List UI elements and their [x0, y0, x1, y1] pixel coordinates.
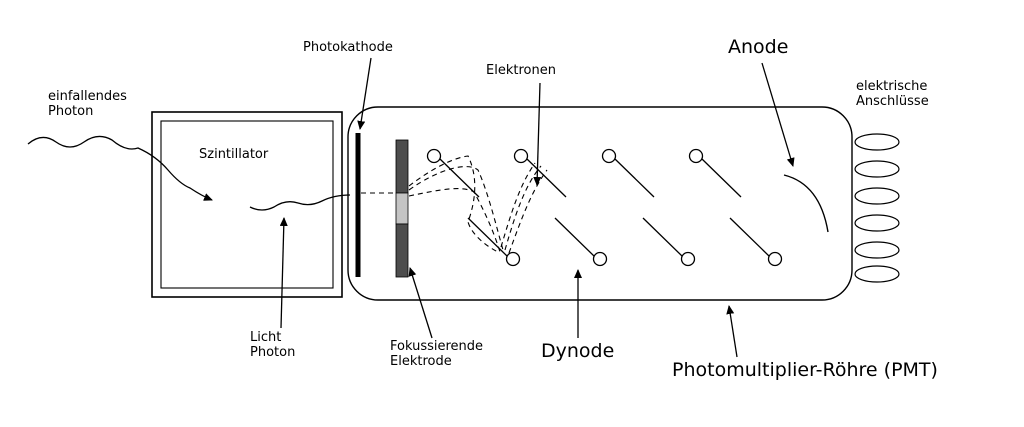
dynode-bottom-2: [554, 217, 608, 267]
dynode-top-2: [513, 148, 567, 198]
light-photon-arrow: [279, 217, 288, 329]
dynodes-top-row: [426, 148, 742, 198]
photon-wave-continuation-icon: [249, 194, 351, 211]
dynode-label: Dynode: [541, 340, 615, 362]
pmt-tube-outline: [347, 106, 853, 301]
dynode-top-3: [601, 148, 655, 198]
photocathode-label: Photokathode: [303, 40, 393, 55]
incident-photon-label: einfallendes Photon: [48, 89, 127, 120]
electron-paths: [361, 155, 548, 254]
light-photon-label: Licht Photon: [250, 330, 296, 361]
anode-arrow: [761, 62, 795, 167]
focusing-electrode-label: Fokussierende Elektrode: [390, 339, 484, 370]
pmt-tube-label: Photomultiplier-Röhre (PMT): [672, 359, 938, 381]
dynode-bottom-4: [729, 217, 783, 267]
anode-label: Anode: [728, 36, 789, 58]
anode-electrode: [783, 174, 829, 233]
dynode-top-1: [426, 148, 480, 198]
dynode-bottom-1: [467, 217, 521, 267]
dynode-bottom-3: [642, 217, 696, 267]
photocathode-arrow: [357, 57, 372, 130]
focusing-electrode-arrow: [408, 267, 433, 339]
annotation-arrows: [279, 57, 795, 358]
scintillator-box: [151, 111, 343, 298]
dynodes-bottom-row: [467, 217, 783, 267]
focusing-electrode-bar: [395, 139, 409, 278]
photon-wave-icon: [27, 135, 213, 201]
dynode-top-4: [688, 148, 742, 198]
electrical-connections-label: elektrische Anschlüsse: [856, 79, 929, 110]
pmt-tube-arrow: [726, 305, 738, 358]
electrons-arrow: [533, 82, 542, 186]
scintillator-label: Szintillator: [199, 147, 269, 162]
connector-pins: [854, 133, 900, 283]
electrons-label: Elektronen: [486, 63, 556, 78]
